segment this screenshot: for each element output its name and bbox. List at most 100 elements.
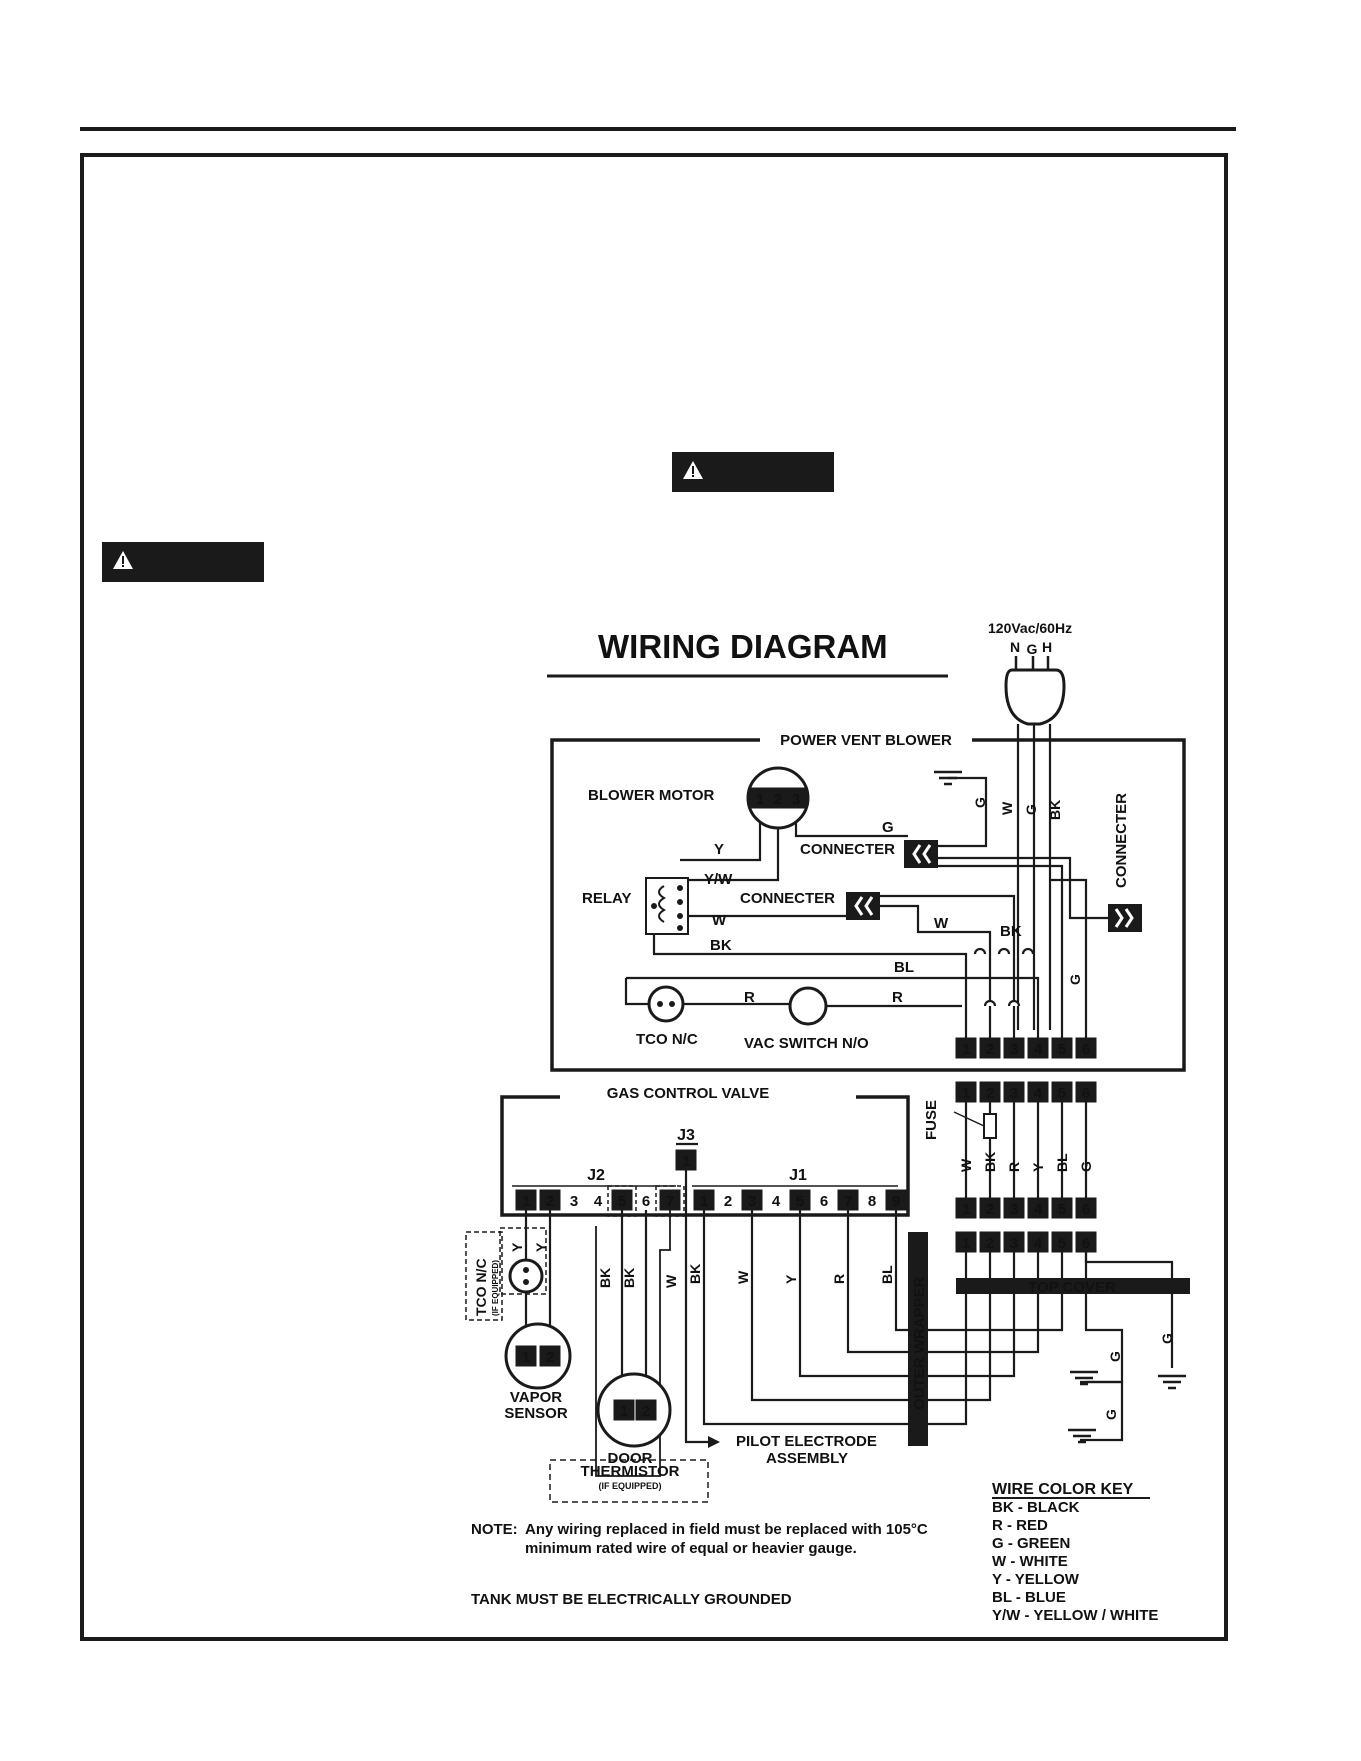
harness-strip-top-2-label: 2 <box>986 1085 994 1102</box>
pvb-strip-terminal-3-label: 3 <box>1010 1041 1018 1058</box>
label-g-plug2: G <box>1023 804 1039 815</box>
connecter-right-chevron-0 <box>1124 908 1134 928</box>
top-cover-bar <box>956 1278 1190 1294</box>
harness-strip-top-3-label: 3 <box>1010 1085 1018 1102</box>
wire-motor-g <box>794 818 908 838</box>
connecter-right <box>1108 904 1142 932</box>
color-key-item-3: W - WHITE <box>992 1553 1068 1570</box>
wire-j1-1 <box>702 1210 968 1426</box>
harness-strip-bottom-1 <box>955 1197 977 1219</box>
connecter-upper <box>904 840 938 868</box>
ground-blower-icon <box>934 770 962 786</box>
harness-strip-bottom-2-label: 2 <box>986 1201 994 1218</box>
motor-terminal-3-label: 3 <box>792 791 800 808</box>
label-g-tank2: G <box>1103 1409 1119 1420</box>
power-vent-blower-label: POWER VENT BLOWER <box>780 732 952 749</box>
j2-7-dashed <box>655 1185 685 1217</box>
label-yw: Y/W <box>704 871 733 888</box>
j1-label: J1 <box>789 1167 807 1184</box>
wire-j1-4 <box>846 1210 1040 1354</box>
pvb-strip-terminal-4 <box>1027 1037 1049 1059</box>
vapor-sensor-terminal-2 <box>539 1345 561 1367</box>
pilot-arrow-icon <box>708 1436 720 1448</box>
strip-wire-label-G: G <box>1078 1161 1094 1172</box>
j1-terminal-8 <box>862 1190 882 1210</box>
relay-label: RELAY <box>582 890 631 907</box>
harness-strip-bottom-6 <box>1075 1197 1097 1219</box>
warning-triangle-icon <box>113 551 133 569</box>
harness-strip-lower-6-label: 6 <box>1082 1235 1090 1252</box>
door-label: DOOR <box>608 1450 653 1467</box>
wire-pilot <box>684 1170 710 1444</box>
vapor-sensor-terminal-1-label: 1 <box>522 1349 530 1366</box>
j1-terminal-6-label: 6 <box>820 1193 828 1210</box>
connecter-right-chevron-1 <box>1114 908 1124 928</box>
j1-terminal-6 <box>814 1190 834 1210</box>
plug-pin-H: H <box>1042 639 1052 655</box>
j1-terminal-5 <box>789 1189 811 1211</box>
label-g-topcover: G <box>1159 1333 1175 1344</box>
label-bl: BL <box>894 959 914 976</box>
relay-contact-3 <box>677 925 683 931</box>
door-thermistor-terminal-2 <box>635 1399 657 1421</box>
harness-strip-bottom-6-label: 6 <box>1082 1201 1090 1218</box>
door-thermistor-terminal-1-label: 1 <box>620 1403 628 1420</box>
thermistor-label: THERMISTOR <box>581 1463 680 1480</box>
header-rule <box>80 127 1236 131</box>
pvb-label-bg <box>760 730 972 748</box>
j1-wire-label-4: BL <box>879 1265 895 1284</box>
j3-terminal-1 <box>675 1149 697 1171</box>
wire-j1-3 <box>798 1210 1016 1378</box>
j1-terminal-9-label: 9 <box>892 1193 900 1210</box>
j2-5-dashed <box>607 1185 637 1217</box>
label-w-conn: W <box>934 915 949 932</box>
j1-terminal-4 <box>766 1190 786 1210</box>
j2-terminal-1 <box>515 1189 537 1211</box>
note-line-1: Any wiring replaced in field must be rep… <box>525 1521 928 1538</box>
j1-terminal-4-label: 4 <box>772 1193 781 1210</box>
harness-strip-top-4 <box>1027 1081 1049 1103</box>
j1-terminal-9 <box>885 1189 907 1211</box>
gas-control-valve-label: GAS CONTROL VALVE <box>607 1085 770 1102</box>
tco-nc-side-label-box <box>465 1231 503 1321</box>
wire-conn-right-1 <box>936 856 1110 920</box>
tco-nc-side-label: TCO N/C <box>473 1258 489 1316</box>
label-bk-relay: BK <box>710 937 732 954</box>
strip-wire-label-W: W <box>958 1158 974 1172</box>
tco-nc-side-icon <box>508 1258 544 1294</box>
outer-wrapper-bar <box>908 1232 928 1446</box>
door-if-equipped: (IF EQUIPPED) <box>598 1481 661 1491</box>
motor-terminal-2-label: 2 <box>774 791 782 808</box>
j1-wire-label-2: Y <box>783 1274 799 1284</box>
j1-wire-label-1: W <box>735 1270 751 1284</box>
wire-tco-left <box>624 978 648 1006</box>
harness-strip-lower-1-label: 1 <box>962 1235 970 1252</box>
tco-dot-a <box>657 1001 663 1007</box>
harness-strip-lower-6 <box>1075 1231 1097 1253</box>
label-w-plug: W <box>999 801 1015 815</box>
hop-r-0 <box>983 999 997 1007</box>
label-g-motor: G <box>882 819 894 836</box>
door-thermistor-terminal-1 <box>613 1399 635 1421</box>
tco-side-dot-a <box>523 1267 529 1273</box>
door-thermistor-terminal-2-label: 2 <box>642 1403 650 1420</box>
fuse-leader <box>953 1111 985 1127</box>
tco-side-dot-b <box>523 1279 529 1285</box>
plug-pin-N: N <box>1010 639 1020 655</box>
power-rating-label: 120Vac/60Hz <box>988 620 1072 636</box>
label-g-tank1: G <box>1107 1351 1123 1362</box>
ground-top-cover-icon <box>1158 1374 1186 1390</box>
harness-strip-lower-2-label: 2 <box>986 1235 994 1252</box>
pilot-electrode-label-2: ASSEMBLY <box>766 1450 848 1467</box>
harness-strip-lower-4 <box>1027 1231 1049 1253</box>
color-key-item-2: G - GREEN <box>992 1535 1070 1552</box>
hop-bk-1 <box>997 947 1011 955</box>
wire-j1-2 <box>750 1210 992 1402</box>
vapor-sensor-terminal-1 <box>515 1345 537 1367</box>
connecter-right-label: CONNECTER <box>1113 793 1130 888</box>
warning-triangle-icon <box>683 461 703 479</box>
wire-conn-2 <box>880 894 1016 1038</box>
harness-strip-top-3 <box>1003 1081 1025 1103</box>
vac-switch-icon <box>788 986 828 1026</box>
